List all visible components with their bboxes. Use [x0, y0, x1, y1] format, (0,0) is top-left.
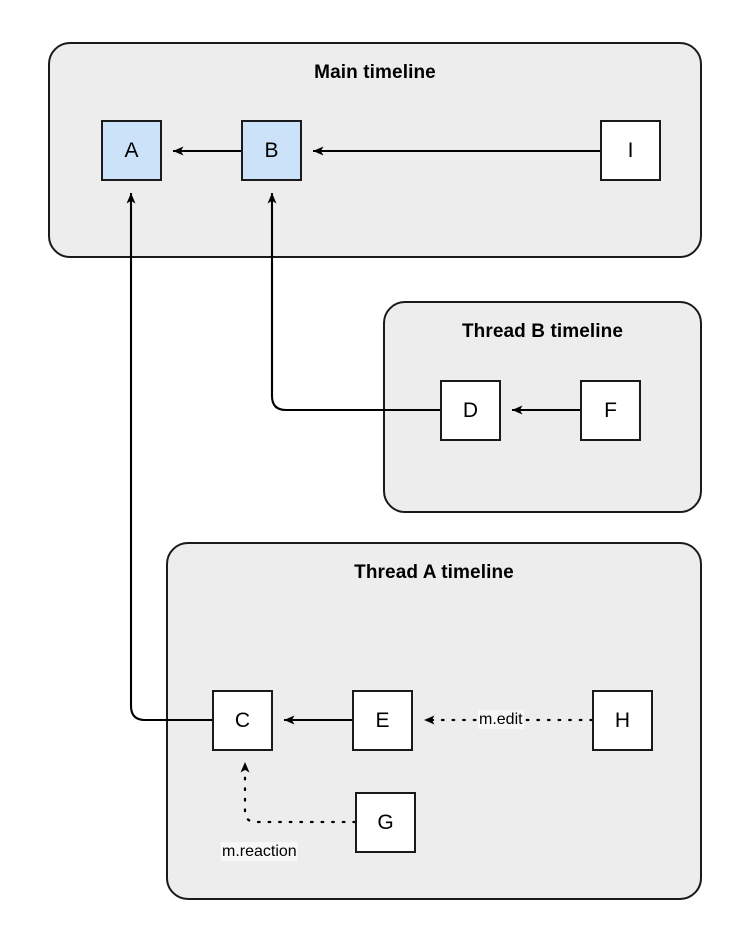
event-node-h[interactable]: H [592, 690, 653, 751]
edge-label-m-edit: m.edit [478, 710, 524, 730]
event-node-e[interactable]: E [352, 690, 413, 751]
event-node-c[interactable]: C [212, 690, 273, 751]
event-node-h-label: H [614, 709, 631, 732]
event-node-i[interactable]: I [600, 120, 661, 181]
event-node-g-label: G [377, 811, 394, 834]
timeline-group-thread-b-title: Thread B timeline [461, 321, 624, 342]
event-node-d[interactable]: D [440, 380, 501, 441]
event-node-f-label: F [604, 399, 617, 422]
event-node-a-label: A [124, 139, 139, 162]
event-node-d-label: D [462, 399, 479, 422]
event-node-e-label: E [375, 709, 390, 732]
event-node-b[interactable]: B [241, 120, 302, 181]
timeline-group-thread-b: Thread B timeline [383, 301, 702, 513]
timeline-group-main-title: Main timeline [314, 62, 436, 83]
event-node-g[interactable]: G [355, 792, 416, 853]
timeline-group-thread-a-title: Thread A timeline [354, 562, 514, 583]
event-node-b-label: B [264, 139, 279, 162]
event-node-i-label: I [627, 139, 634, 162]
event-node-a[interactable]: A [101, 120, 162, 181]
edge-label-m-reaction: m.reaction [221, 842, 298, 862]
event-node-c-label: C [234, 709, 251, 732]
event-node-f[interactable]: F [580, 380, 641, 441]
